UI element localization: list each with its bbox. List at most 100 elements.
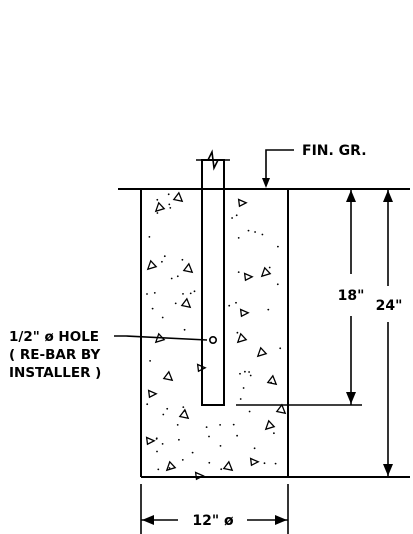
aggregate-triangle [146, 259, 158, 271]
aggregate-triangle [178, 408, 190, 420]
finish-grade-leader [262, 149, 294, 188]
aggregate-dot [249, 374, 252, 377]
aggregate-dot [162, 413, 165, 416]
aggregate-dot [268, 266, 271, 269]
aggregate-dot [274, 462, 277, 465]
dimension-12 [140, 484, 289, 534]
post [196, 149, 230, 406]
aggregate-dot [231, 217, 234, 219]
aggregate-triangle [256, 346, 268, 358]
aggregate-dot [161, 316, 164, 319]
aggregate-dot [237, 237, 240, 239]
hole-note: 1/2" ø HOLE ( RE-BAR BY INSTALLER ) [9, 329, 101, 381]
aggregate-dot [248, 410, 251, 413]
aggregate-dot [220, 468, 223, 471]
aggregate-dot [149, 360, 152, 362]
aggregate-triangle [194, 471, 205, 481]
aggregate-dot [156, 450, 158, 453]
aggregate-triangle [237, 198, 248, 208]
aggregate-dot [244, 370, 246, 373]
aggregate-dot [155, 438, 158, 440]
aggregate-dot [146, 403, 149, 406]
aggregate-triangle [180, 297, 192, 309]
aggregate-dot [174, 302, 177, 305]
aggregate-dot [163, 255, 166, 258]
concrete-aggregate-hatch [145, 191, 287, 481]
aggregate-dot [237, 271, 240, 273]
aggregate-dot [273, 432, 275, 435]
aggregate-dot [236, 434, 239, 437]
aggregate-triangle [154, 201, 166, 213]
footing-diameter-label: 12" ø [192, 513, 234, 529]
aggregate-triangle [182, 262, 194, 274]
aggregate-dot [208, 435, 210, 438]
aggregate-dot [169, 207, 172, 209]
aggregate-dot [235, 301, 237, 304]
aggregate-dot [248, 371, 251, 373]
aggregate-dot [182, 293, 184, 295]
aggregate-dot [261, 233, 264, 236]
rebar-hole [209, 335, 218, 344]
aggregate-dot [191, 451, 194, 454]
aggregate-dot [156, 198, 159, 201]
aggregate-triangle [236, 332, 248, 344]
aggregate-triangle [222, 460, 234, 472]
aggregate-dot [161, 260, 163, 263]
aggregate-dot [267, 308, 270, 311]
aggregate-triangle [266, 374, 278, 386]
aggregate-triangle [243, 272, 254, 282]
aggregate-dot [193, 290, 196, 293]
finish-grade-label: FIN. GR. [302, 143, 367, 159]
aggregate-dot [253, 447, 256, 450]
aggregate-dot [228, 304, 231, 307]
aggregate-dot [239, 398, 242, 400]
aggregate-dot [232, 423, 235, 426]
aggregate-dot [168, 203, 171, 206]
aggregate-dot [279, 347, 282, 350]
aggregate-dot [176, 424, 179, 426]
aggregate-dot [247, 229, 250, 232]
aggregate-dot [219, 445, 222, 447]
aggregate-dot [277, 245, 279, 248]
aggregate-dot [148, 236, 151, 238]
aggregate-dot [178, 438, 180, 441]
dimension-24 [383, 189, 393, 477]
aggregate-dot [167, 193, 170, 196]
aggregate-dot [254, 231, 256, 233]
aggregate-dot [161, 443, 164, 445]
dimension-18 [236, 189, 362, 406]
aggregate-dot [183, 328, 186, 331]
aggregate-dot [182, 406, 185, 408]
aggregate-dot [170, 277, 173, 280]
hole-note-line-3: INSTALLER ) [9, 365, 101, 381]
aggregate-dot [157, 468, 160, 471]
aggregate-dot [219, 424, 222, 426]
aggregate-triangle [162, 370, 174, 382]
aggregate-dot [208, 461, 211, 464]
aggregate-dot [146, 293, 148, 295]
aggregate-dot [263, 462, 266, 465]
aggregate-triangle [147, 389, 158, 399]
aggregate-dot [276, 283, 279, 286]
aggregate-triangle [249, 457, 260, 467]
aggregate-triangle [239, 308, 250, 318]
aggregate-dot [235, 214, 238, 217]
aggregate-dot [151, 307, 154, 310]
hole-note-line-2: ( RE-BAR BY [9, 347, 100, 363]
aggregate-triangle [165, 460, 177, 472]
footing-depth-label: 24" [376, 298, 403, 314]
aggregate-dot [270, 381, 272, 384]
aggregate-triangle [260, 266, 272, 278]
aggregate-triangle [145, 436, 156, 446]
aggregate-dot [236, 331, 239, 334]
aggregate-dot [166, 407, 169, 410]
aggregate-triangle [275, 403, 287, 415]
aggregate-dot [189, 292, 192, 295]
aggregate-dot [184, 410, 187, 413]
aggregate-dot [205, 426, 208, 428]
aggregate-dot [153, 292, 156, 294]
aggregate-dot [181, 258, 184, 261]
aggregate-dot [242, 387, 245, 389]
hole-leader [114, 335, 208, 341]
